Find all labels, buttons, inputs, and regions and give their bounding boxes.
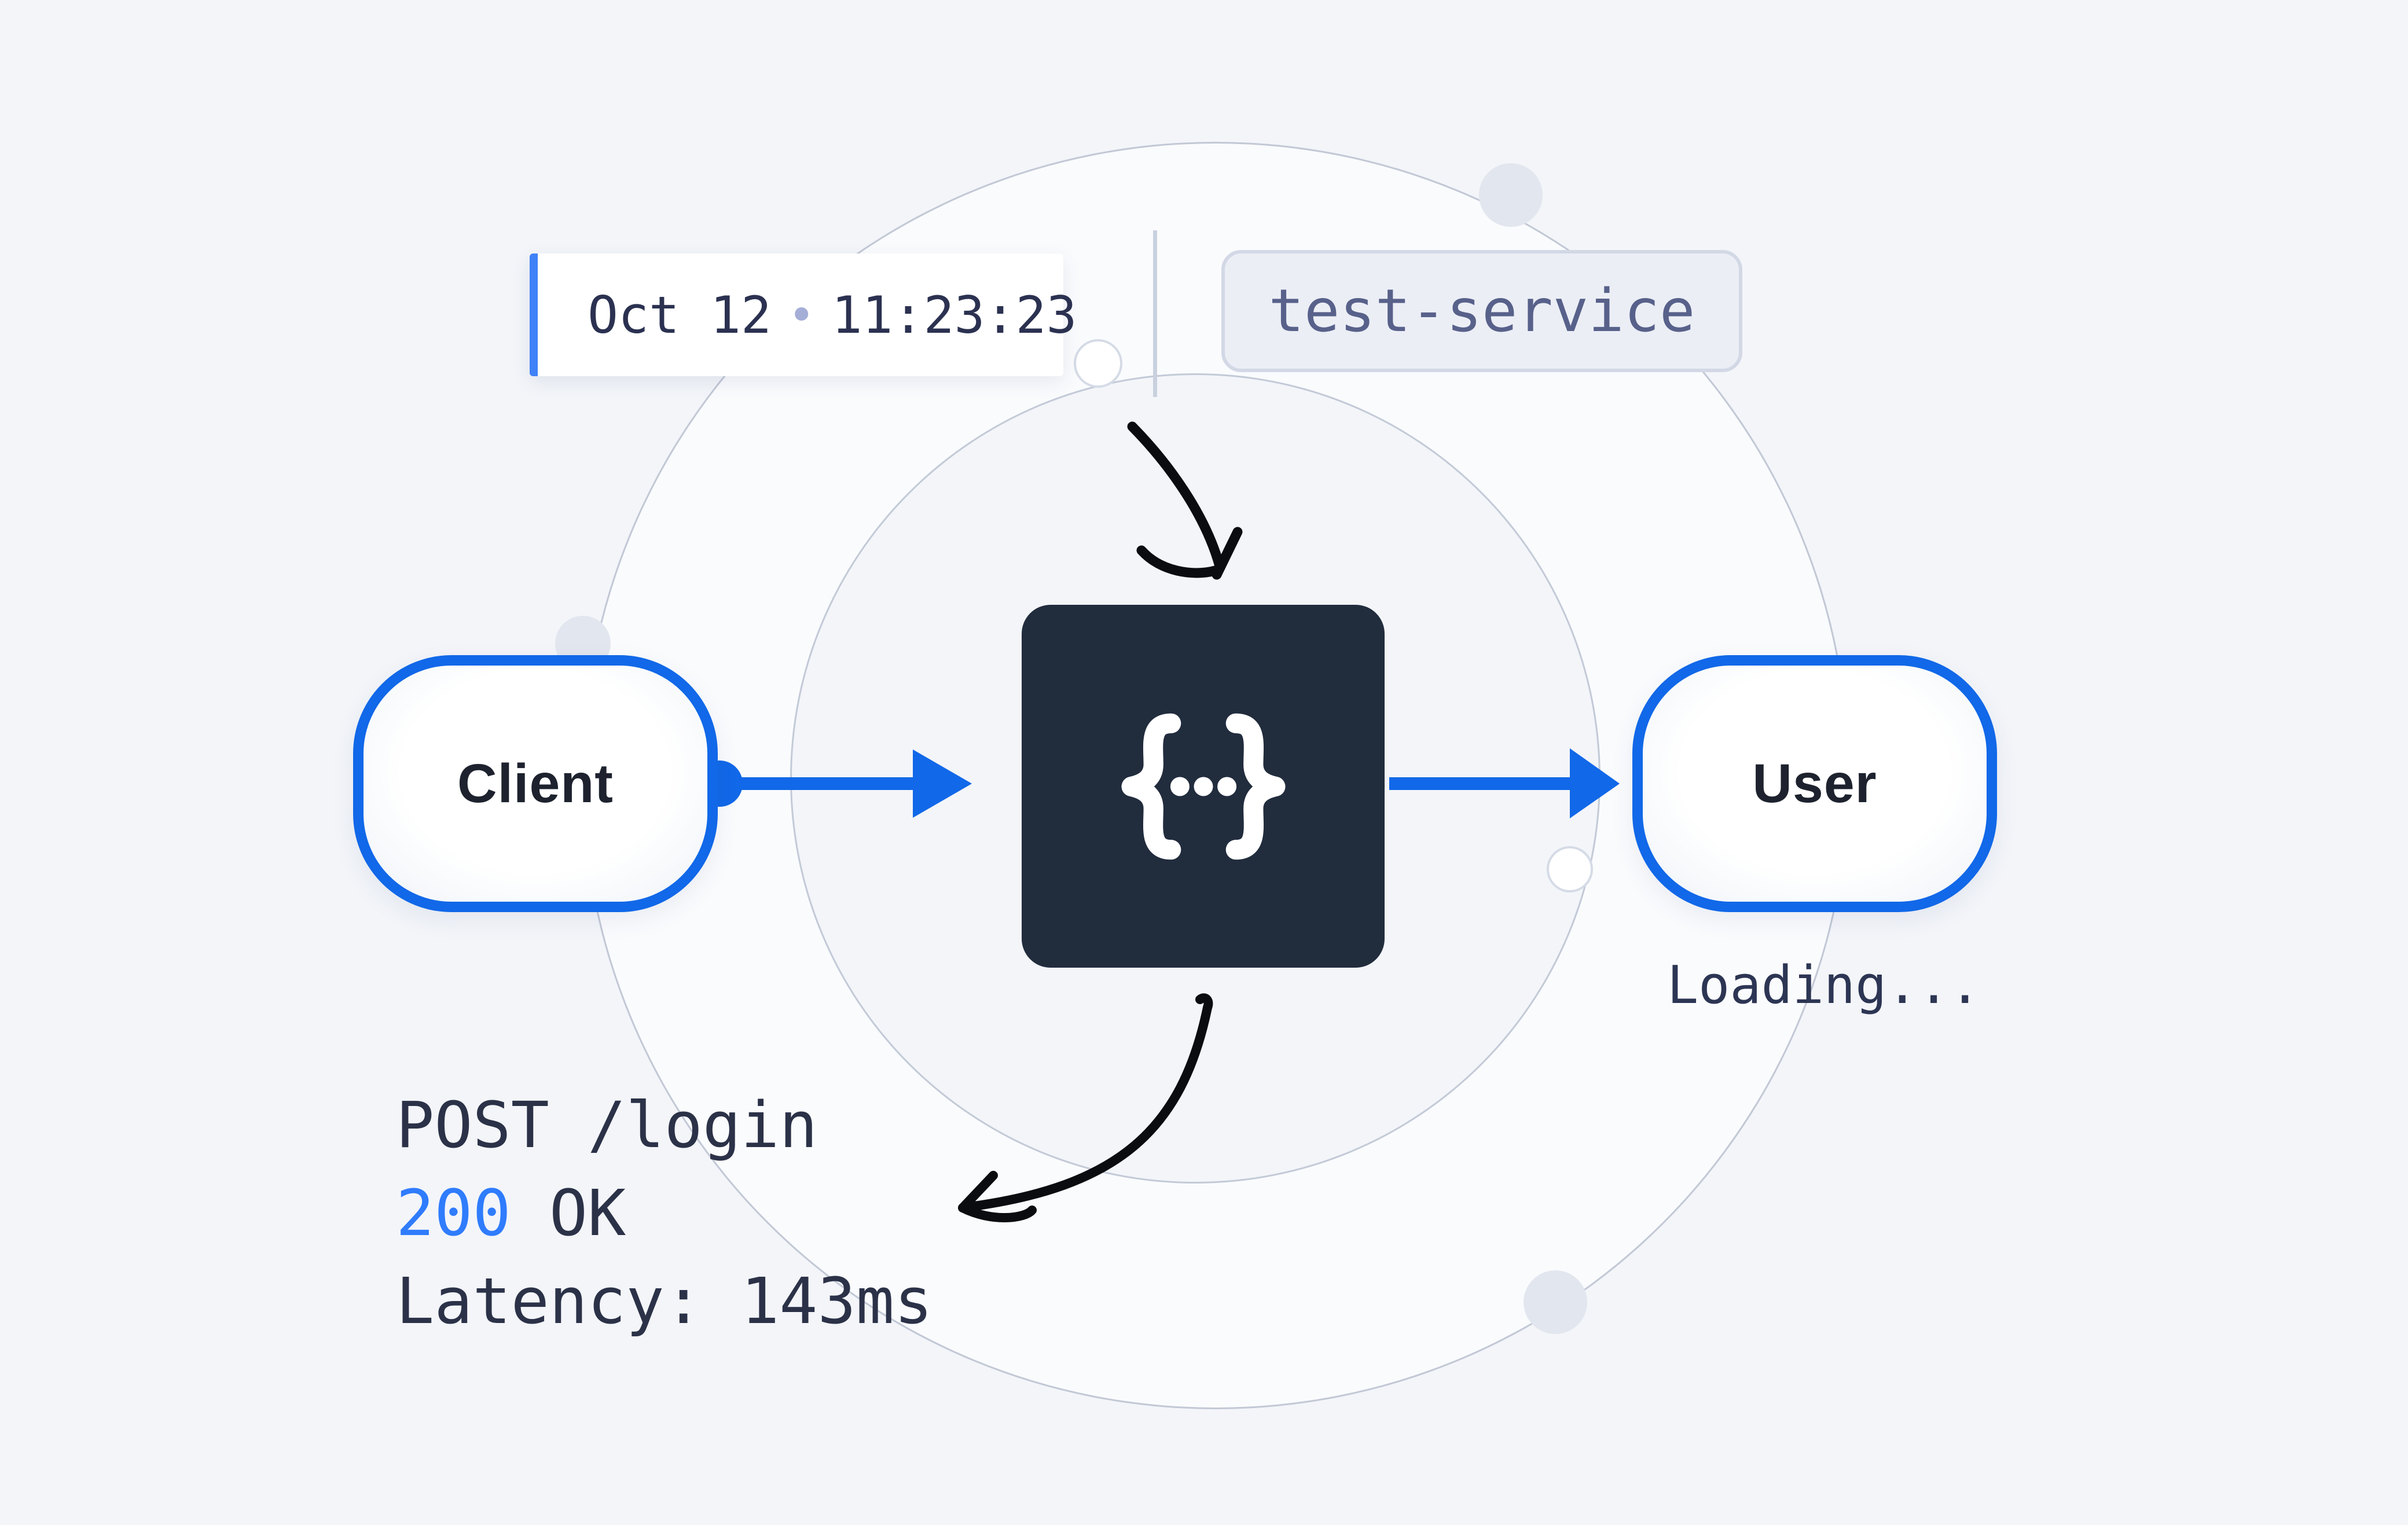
user-node-label: User <box>1752 752 1877 814</box>
user-node: User <box>1632 655 1997 912</box>
orbit-dot-white-top <box>1074 339 1122 388</box>
request-latency-line: Latency: 143ms <box>396 1264 933 1338</box>
request-status-line: 200 OK <box>396 1169 933 1257</box>
orbit-dot-white-right <box>1547 846 1593 892</box>
timestamp-date: Oct 12 <box>588 285 772 345</box>
timestamp-time: 11:23:23 <box>831 285 1077 345</box>
timestamp-card: Oct 12 • 11:23:23 <box>530 253 1077 376</box>
status-text: OK <box>549 1176 626 1250</box>
service-node <box>1022 605 1385 968</box>
status-code: 200 <box>396 1176 511 1250</box>
client-node: Client <box>353 655 718 912</box>
service-name-label: test-service <box>1268 277 1695 346</box>
loading-status-label: Loading... <box>1667 955 1981 1016</box>
request-method-line: POST /login <box>396 1088 818 1162</box>
request-info-block: POST /login 200 OK Latency: 143ms <box>396 1081 933 1345</box>
orbit-dot-top-right <box>1479 163 1543 227</box>
service-name-badge: test-service <box>1221 250 1742 372</box>
code-braces-icon <box>1121 713 1286 859</box>
orbit-dot-bottom <box>1524 1270 1587 1334</box>
timestamp-separator-dot: • <box>787 288 816 342</box>
client-node-label: Client <box>457 752 614 814</box>
header-divider-line <box>1153 230 1157 397</box>
